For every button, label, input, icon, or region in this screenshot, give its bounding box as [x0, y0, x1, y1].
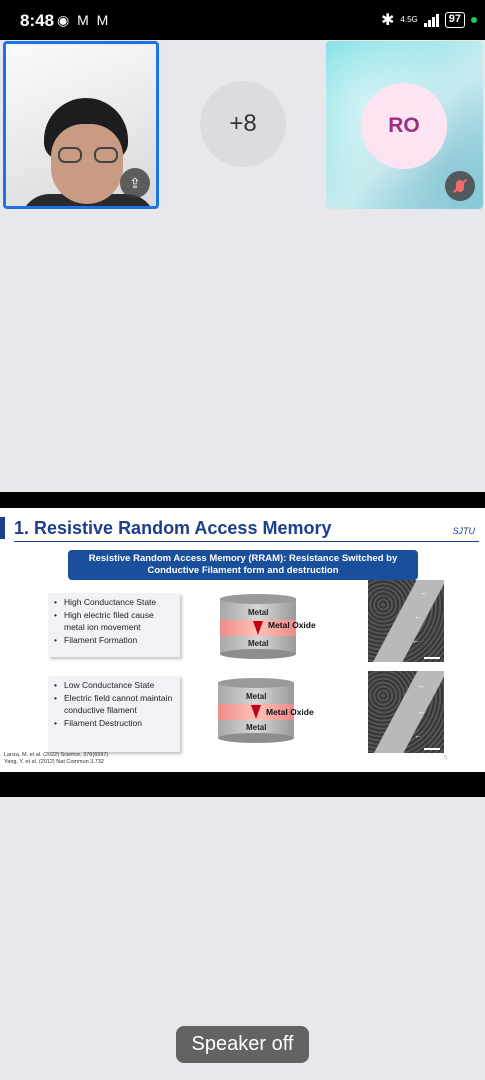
self-video-tile[interactable]: ⇪	[3, 41, 159, 209]
battery-icon: 97	[444, 12, 465, 28]
bullet-item: Electric field cannot maintain conductiv…	[54, 692, 174, 717]
oxide-label-1: Metal Oxide	[268, 620, 316, 630]
title-divider	[14, 541, 479, 542]
status-dot	[471, 17, 477, 23]
tem-image-off: ← ← ←	[368, 671, 444, 753]
more-participants-button[interactable]: +8	[200, 81, 286, 167]
banner-line-1: Resistive Random Access Memory (RRAM): R…	[88, 553, 398, 564]
bullet-item: Filament Formation	[54, 634, 174, 647]
notification-icons: ◉ M M	[57, 12, 111, 28]
metal-label-top: Metal	[246, 692, 267, 701]
mic-off-icon	[445, 171, 475, 201]
filament-shape	[253, 621, 263, 635]
metal-label-bottom: Metal	[248, 639, 269, 648]
title-accent	[0, 517, 5, 539]
bullet-item: Filament Destruction	[54, 717, 174, 730]
status-right: ✱ 4.5G 97	[381, 10, 477, 30]
participant-tile-ro[interactable]: RO	[326, 41, 483, 209]
share-screen-icon[interactable]: ⇪	[120, 168, 150, 198]
shared-screen[interactable]: 1. Resistive Random Access Memory SJTU R…	[0, 492, 485, 797]
low-conductance-box: Low Conductance State Electric field can…	[48, 676, 180, 752]
rram-device-diagram-on: Metal Metal	[220, 594, 296, 664]
network-label: 4.5G	[400, 15, 418, 24]
bullet-item: High electric filed cause metal ion move…	[54, 609, 174, 634]
presentation-slide: 1. Resistive Random Access Memory SJTU R…	[0, 508, 485, 772]
banner-line-2: Conductive Filament form and destruction	[147, 565, 339, 576]
avatar: RO	[361, 83, 447, 169]
status-time: 8:48	[20, 11, 55, 30]
signal-icon	[423, 13, 439, 27]
high-conductance-box: High Conductance State High electric fil…	[48, 593, 180, 657]
reference-2: Yang, Y. et al. (2012) Nat Commun 3,732	[4, 759, 104, 765]
slide-title: 1. Resistive Random Access Memory	[14, 518, 332, 538]
bullet-item: Low Conductance State	[54, 679, 174, 692]
slide-banner: Resistive Random Access Memory (RRAM): R…	[68, 550, 418, 580]
metal-label-bottom: Metal	[246, 723, 267, 732]
person-face	[51, 124, 123, 204]
oxide-label-2: Metal Oxide	[266, 707, 314, 717]
references: Lanza, M. et al. (2022) Science, 376(659…	[4, 752, 108, 766]
status-bar: 8:48 ◉ M M ✱ 4.5G 97	[0, 0, 485, 40]
bullet-item: High Conductance State	[54, 596, 174, 609]
reference-1: Lanza, M. et al. (2022) Science, 376(659…	[4, 752, 109, 758]
university-logo: SJTU	[452, 526, 476, 536]
participant-strip: ⇪ +8 RO	[0, 40, 485, 212]
metal-label-top: Metal	[248, 608, 269, 617]
speaker-off-toast: Speaker off	[176, 1026, 309, 1063]
tem-image-on: ← ← ←	[368, 580, 444, 662]
slide-page-number: 5	[444, 755, 447, 761]
rram-device-diagram-off: Metal Metal	[218, 678, 294, 748]
filament-shape	[251, 705, 261, 719]
bluetooth-icon: ✱	[381, 12, 395, 29]
person-glasses	[58, 147, 118, 165]
